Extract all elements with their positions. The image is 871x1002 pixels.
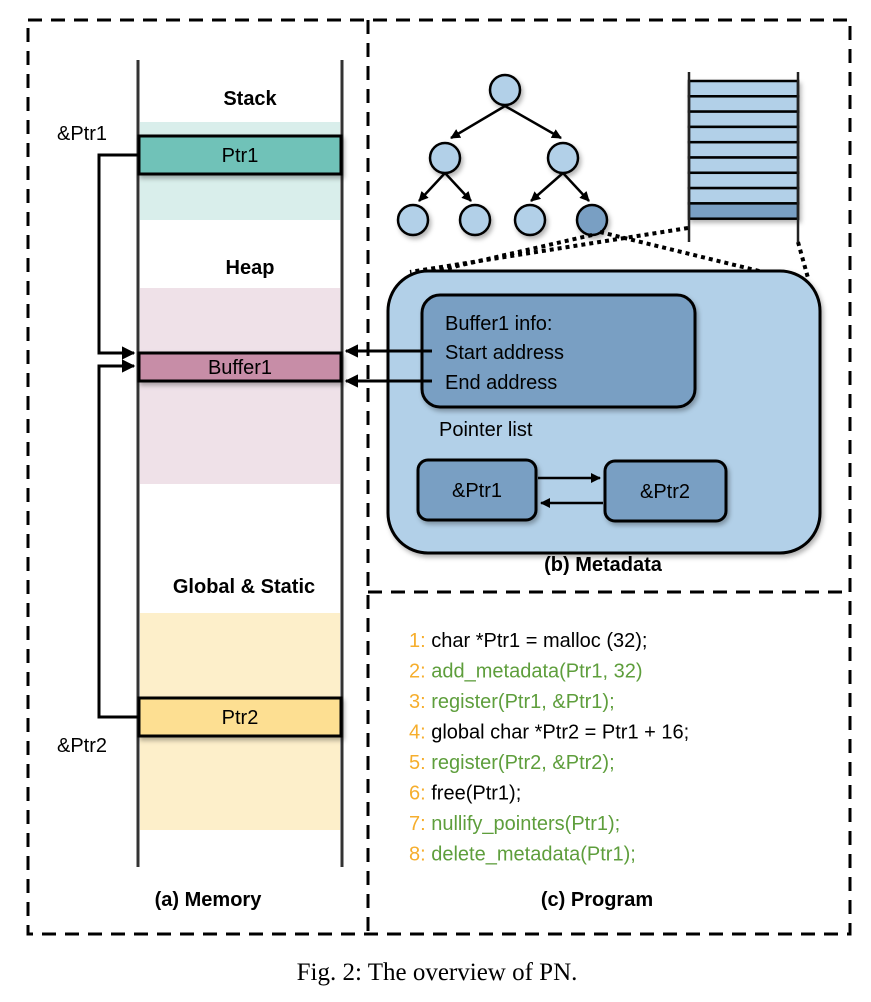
line-number: 2: [409,661,426,683]
tree-node [398,205,428,235]
tree-edge [445,173,471,201]
ptr1-address-label: &Ptr1 [57,123,107,145]
tree-node [490,75,520,105]
memory-title: (a) Memory [155,889,263,911]
table-row [689,112,798,127]
line-number: 6: [409,783,426,805]
code-line: 4: global char *Ptr2 = Ptr1 + 16; [409,722,689,744]
stack-label: Stack [223,88,277,110]
buffer-info-title: Buffer1 info: [445,313,552,335]
line-number: 1: [409,630,426,652]
inserted-code: register(Ptr1, &Ptr1); [426,691,615,713]
table-zoom-connector [410,228,688,272]
pointer-node-ptr2-label: &Ptr2 [640,481,690,503]
buffer-end-address: End address [445,372,557,394]
pointer-node-ptr1-label: &Ptr1 [452,480,502,502]
line-number: 3: [409,691,426,713]
program-title: (c) Program [541,889,653,911]
table-row [689,127,798,142]
tree-node [430,143,460,173]
code-line: 6: free(Ptr1); [409,783,521,805]
inserted-code: register(Ptr2, &Ptr2); [426,752,615,774]
ptr1-to-buffer1-arrow [99,155,138,353]
pointer-list-label: Pointer list [439,419,533,441]
original-code: free(Ptr1); [426,783,522,805]
line-number: 7: [409,813,426,835]
code-line: 8: delete_metadata(Ptr1); [409,844,636,866]
tree-node [515,205,545,235]
code-listing: 1: char *Ptr1 = malloc (32);2: add_metad… [409,630,689,866]
buffer-start-address: Start address [445,342,564,364]
heap-label: Heap [226,257,275,279]
metadata-title: (b) Metadata [544,554,663,576]
ptr1-cell-label: Ptr1 [222,145,259,167]
table-row [689,142,798,157]
buffer1-cell-label: Buffer1 [208,357,272,379]
tree-edge [419,173,445,201]
line-number: 4: [409,722,426,744]
table-row [689,81,798,96]
code-line: 3: register(Ptr1, &Ptr1); [409,691,615,713]
tree-edge [505,106,561,138]
heap-region [140,288,340,484]
global-static-label: Global & Static [173,576,315,598]
program-panel: 1: char *Ptr1 = malloc (32);2: add_metad… [409,630,689,911]
table-row [689,173,798,188]
tree-edge [563,173,589,201]
code-line: 2: add_metadata(Ptr1, 32) [409,661,642,683]
tree-edge [451,106,505,138]
inserted-code: add_metadata(Ptr1, 32) [426,661,643,683]
tree-node [548,143,578,173]
original-code: global char *Ptr2 = Ptr1 + 16; [426,722,690,744]
inserted-code: delete_metadata(Ptr1); [426,844,636,866]
line-number: 5: [409,752,426,774]
code-line: 5: register(Ptr2, &Ptr2); [409,752,615,774]
memory-panel: Stack Heap Global & Static Ptr1 Buffer1 … [57,60,342,911]
metadata-panel: Buffer1 info: Start address End address … [346,72,820,576]
metadata-table [689,72,798,242]
table-zoom-connector [798,242,808,278]
figure-caption: Fig. 2: The overview of PN. [297,959,578,986]
inserted-code: nullify_pointers(Ptr1); [426,813,621,835]
code-line: 1: char *Ptr1 = malloc (32); [409,630,647,652]
code-line: 7: nullify_pointers(Ptr1); [409,813,620,835]
tree-edge [531,173,563,201]
original-code: char *Ptr1 = malloc (32); [426,630,648,652]
table-row [689,188,798,203]
ptr2-cell-label: Ptr2 [222,707,259,729]
line-number: 8: [409,844,426,866]
table-row [689,96,798,111]
tree-node-selected [577,205,607,235]
ptr2-to-buffer1-arrow [99,366,138,717]
ptr2-address-label: &Ptr2 [57,735,107,757]
tree [398,75,607,235]
table-row [689,158,798,173]
tree-node [460,205,490,235]
table-row-selected [689,203,798,218]
